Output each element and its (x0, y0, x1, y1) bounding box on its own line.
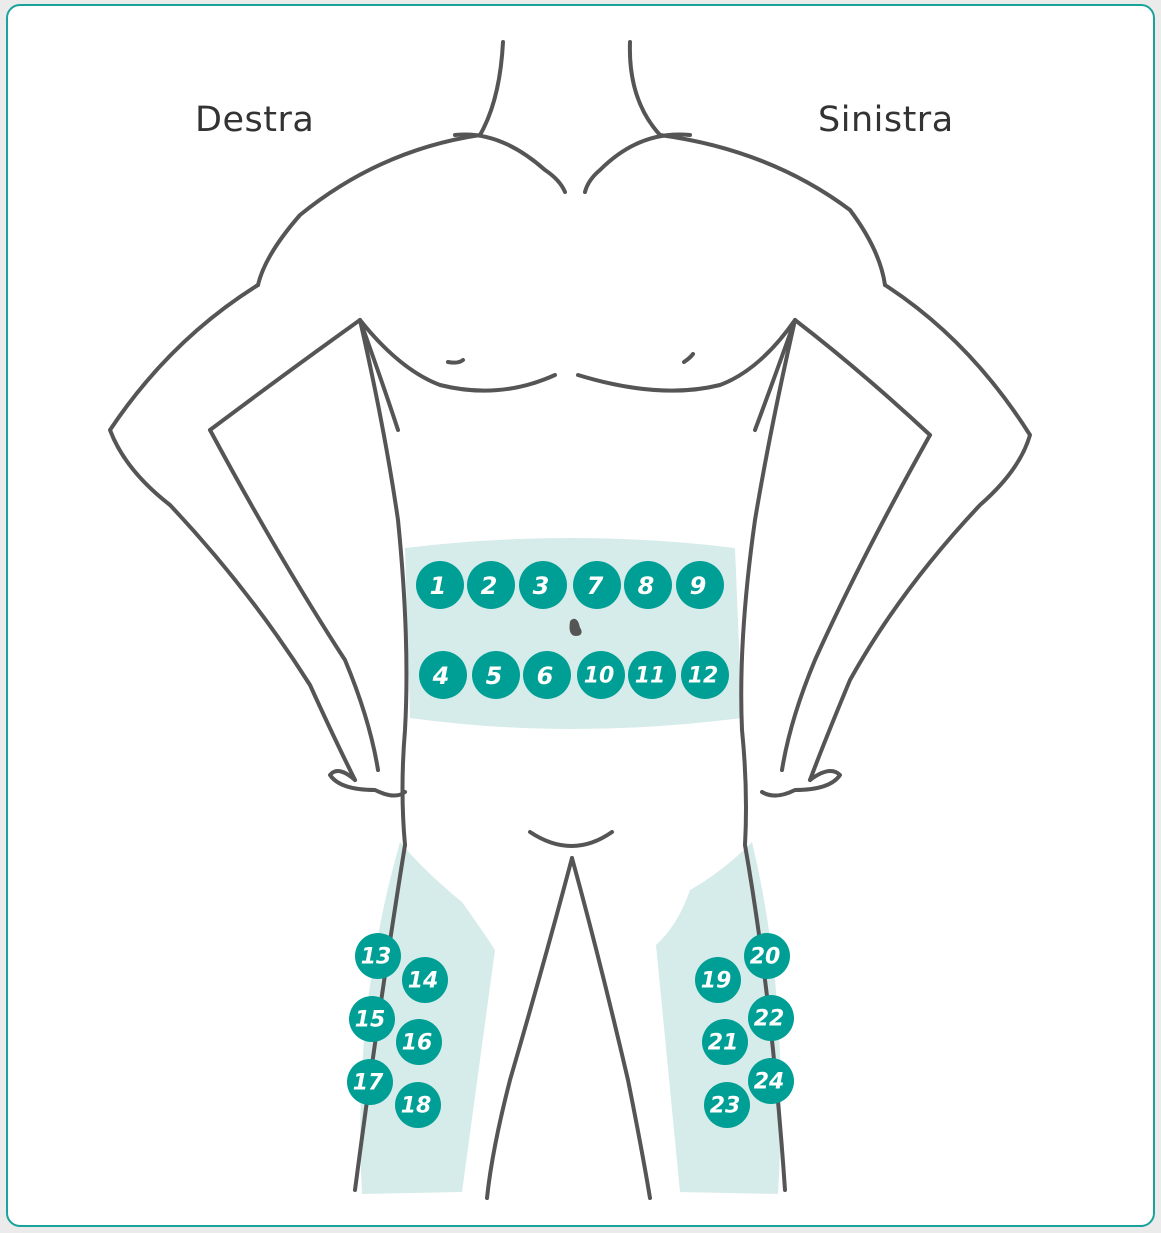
site-number: 8 (638, 572, 655, 600)
site-number: 16 (402, 1031, 433, 1056)
site-number: 2 (481, 572, 498, 600)
site-number: 14 (408, 969, 439, 994)
site-number: 24 (754, 1070, 785, 1095)
site-number: 23 (710, 1094, 741, 1119)
site-number: 21 (708, 1031, 739, 1056)
site-number: 4 (432, 662, 450, 690)
site-number: 15 (355, 1008, 386, 1033)
site-number: 13 (361, 945, 392, 970)
site-number: 6 (537, 662, 554, 690)
site-number: 17 (353, 1071, 384, 1096)
site-number: 18 (401, 1094, 432, 1119)
site-number: 10 (584, 664, 615, 689)
site-number: 19 (701, 969, 732, 994)
label-right-side: Destra (195, 100, 314, 140)
site-number: 1 (430, 572, 447, 600)
site-number: 11 (635, 664, 666, 689)
site-number: 20 (750, 945, 781, 970)
site-number: 7 (587, 572, 604, 600)
site-number: 9 (690, 572, 707, 600)
site-number: 12 (688, 664, 719, 689)
site-number: 5 (486, 662, 503, 690)
site-number: 3 (533, 572, 550, 600)
label-left-side: Sinistra (818, 100, 954, 140)
site-number: 22 (754, 1007, 785, 1032)
